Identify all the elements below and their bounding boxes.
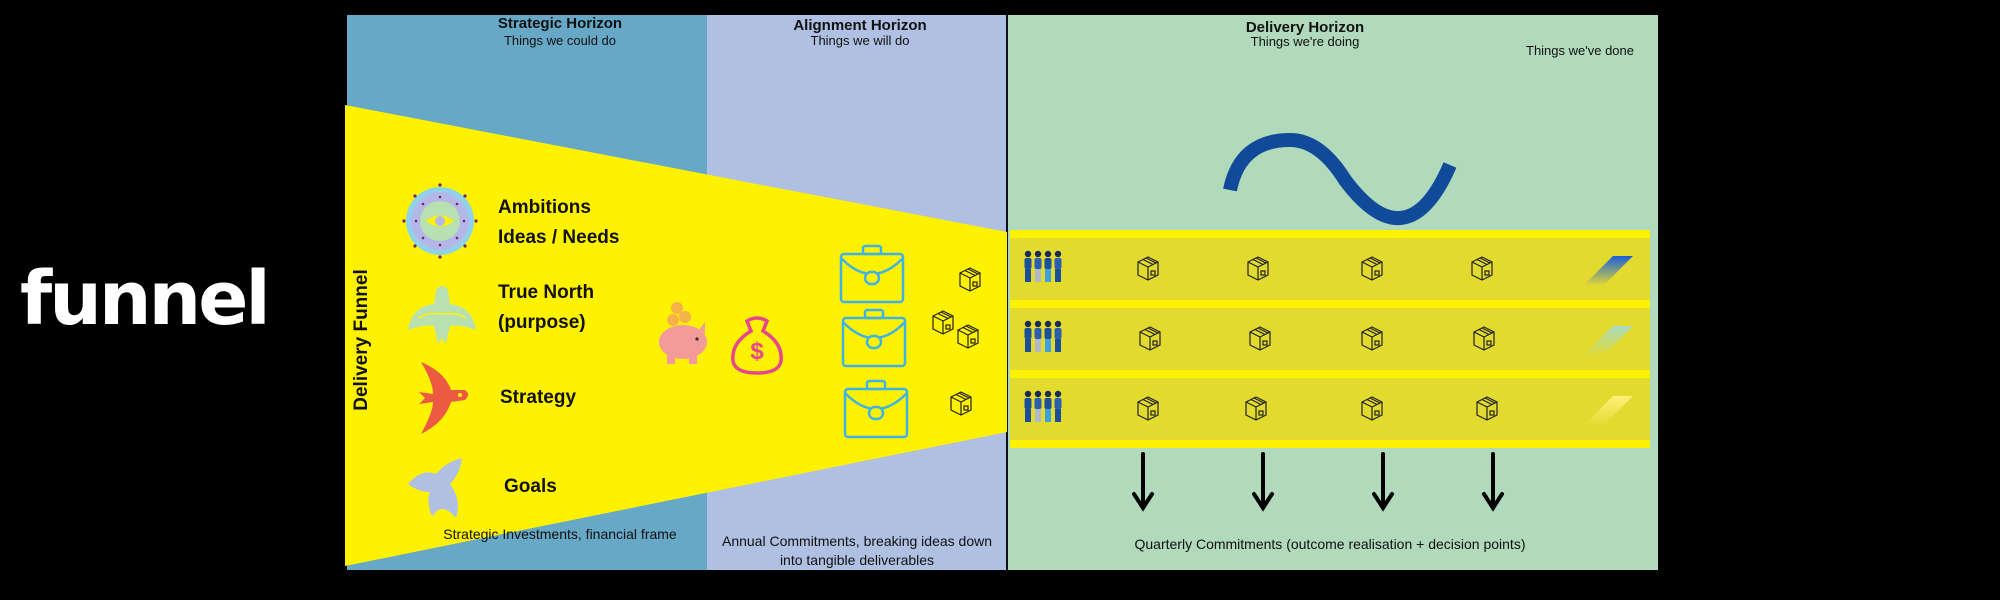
funnel-item-label: True North <box>498 282 595 303</box>
team-icon <box>1024 390 1062 422</box>
briefcase-icon <box>843 379 909 439</box>
strategic-horizon-subtitle: Things we could do <box>503 33 616 48</box>
funnel-item-label: Ideas / Needs <box>498 227 620 248</box>
funnel-item-goals: Goals <box>504 476 557 497</box>
funnel-item-ambitions: Ambitions Ideas / Needs <box>498 193 619 253</box>
package-icon <box>932 310 954 335</box>
delivery-lane <box>1010 230 1650 300</box>
alignment-horizon-footer: Annual Commitments, breaking ideas down … <box>721 533 993 568</box>
package-icon <box>1473 326 1495 351</box>
red-bird-icon <box>419 362 468 434</box>
green-bird-icon <box>408 286 476 344</box>
delivery-horizon-title: Delivery Horizon <box>1245 19 1365 36</box>
package-icon <box>1137 396 1159 421</box>
funnel-item-strategy: Strategy <box>500 387 577 408</box>
delivery-horizon-footer: Quarterly Commitments (outcome realisati… <box>1134 536 1526 552</box>
alignment-horizon-title: Alignment Horizon <box>793 17 927 34</box>
package-icon <box>1471 256 1493 281</box>
strategic-horizon-title: Strategic Horizon <box>497 15 623 32</box>
done-marker <box>1583 326 1633 356</box>
down-arrow-icon <box>1482 452 1504 512</box>
down-arrow-icon <box>1372 452 1394 512</box>
briefcase-icon <box>841 308 907 368</box>
delivery-lane <box>1010 370 1650 448</box>
package-icon <box>950 391 972 416</box>
package-icon <box>1245 396 1267 421</box>
delivery-horizon-subtitle: Things we're doing <box>1250 34 1360 49</box>
package-icon <box>1139 326 1161 351</box>
done-marker <box>1583 396 1633 426</box>
tilde-wave-icon <box>1223 132 1457 226</box>
package-icon <box>1247 256 1269 281</box>
alignment-horizon-subtitle: Things we will do <box>810 33 910 48</box>
package-icon <box>1361 256 1383 281</box>
funnel-item-label: Ambitions <box>498 197 591 218</box>
package-icon <box>1361 326 1383 351</box>
package-icon <box>1361 396 1383 421</box>
team-icon <box>1024 320 1062 352</box>
svg-text:$: $ <box>750 338 764 365</box>
down-arrow-icon <box>1252 452 1274 512</box>
mandala-eye-icon <box>402 183 478 259</box>
piggy-bank-icon <box>659 302 707 364</box>
team-icon <box>1024 250 1062 282</box>
package-icon <box>957 324 979 349</box>
strategic-horizon-footer: Strategic Investments, financial frame <box>443 526 677 542</box>
package-icon <box>1137 256 1159 281</box>
package-icon <box>1249 326 1271 351</box>
done-subtitle: Things we've done <box>1526 43 1634 58</box>
quarter-arrows <box>1132 452 1504 512</box>
funnel-item-true-north: True North (purpose) <box>498 278 594 338</box>
done-marker <box>1583 256 1633 286</box>
package-icon <box>1476 396 1498 421</box>
lavender-bird-icon <box>408 458 462 518</box>
funnel-item-label: (purpose) <box>498 312 586 333</box>
delivery-lane <box>1010 300 1650 370</box>
briefcase-icon <box>839 244 905 304</box>
package-icon <box>959 267 981 292</box>
delivery-funnel-label: Delivery Funnel <box>351 269 372 411</box>
down-arrow-icon <box>1132 452 1154 512</box>
funnel-logo: funnel <box>20 256 271 342</box>
money-bag-icon: $ <box>731 316 783 375</box>
